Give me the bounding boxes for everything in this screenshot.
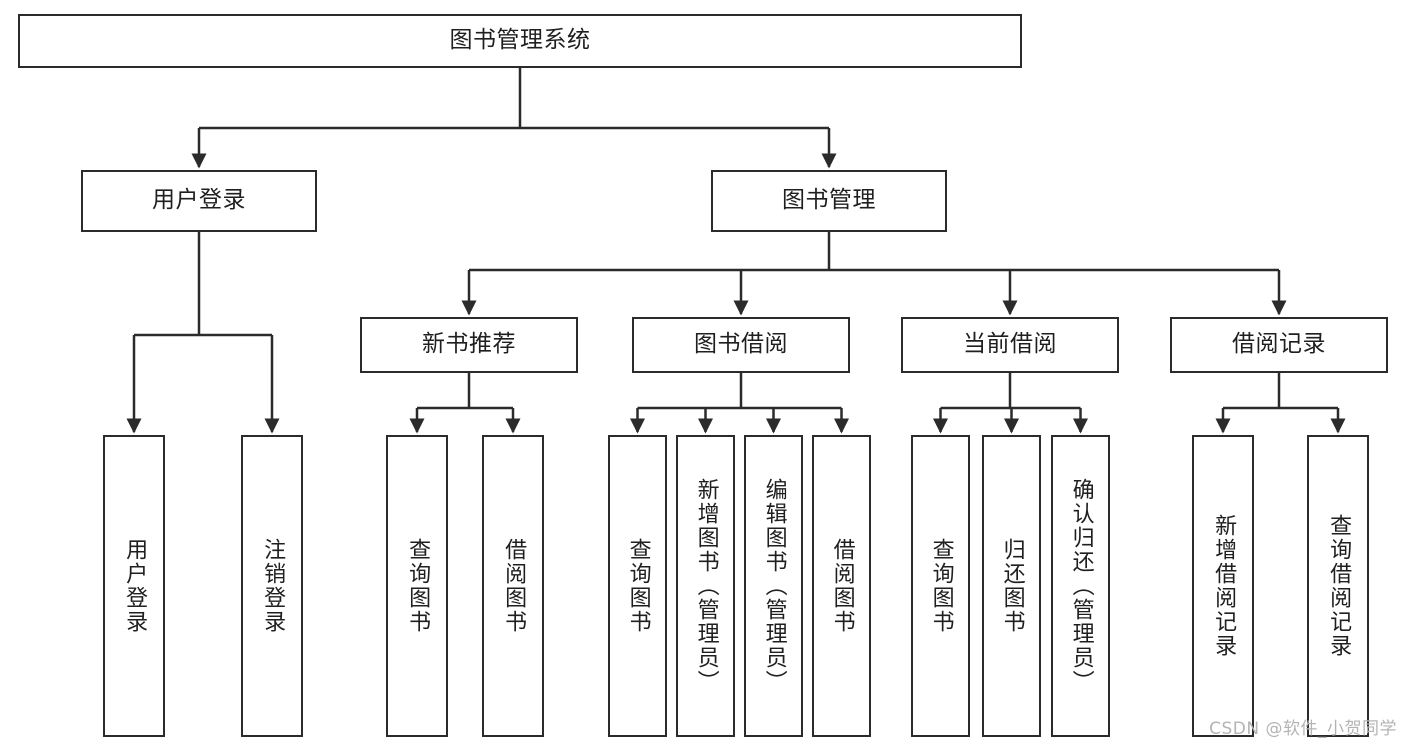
node-label: 查询图书 (928, 538, 954, 634)
node-label: 图书借阅 (694, 331, 788, 358)
node-label: 新增图书（管理员） (693, 478, 719, 694)
node-leaf-add-book: 新增图书（管理员） (676, 435, 735, 737)
node-book-borrow: 图书借阅 (632, 317, 850, 373)
watermark: CSDN @软件_小贺同学 (1209, 719, 1397, 739)
node-leaf-edit-book: 编辑图书（管理员） (744, 435, 803, 737)
node-leaf-query-book-2: 查询图书 (608, 435, 667, 737)
node-label: 图书管理系统 (449, 27, 591, 54)
node-label: 图书管理 (782, 187, 876, 214)
node-current-borrow: 当前借阅 (901, 317, 1119, 373)
node-label: 归还图书 (999, 538, 1025, 634)
node-leaf-add-record: 新增借阅记录 (1192, 435, 1254, 737)
node-label: 编辑图书（管理员） (761, 478, 787, 694)
node-new-book-rec: 新书推荐 (360, 317, 578, 373)
node-leaf-borrow-book-2: 借阅图书 (812, 435, 871, 737)
node-borrow-record: 借阅记录 (1170, 317, 1388, 373)
node-label: 确认归还（管理员） (1068, 478, 1094, 694)
node-book-manage: 图书管理 (711, 170, 947, 232)
node-leaf-query-book-1: 查询图书 (386, 435, 448, 737)
node-label: 用户登录 (152, 187, 246, 214)
node-root: 图书管理系统 (18, 14, 1022, 68)
node-label: 新书推荐 (422, 331, 516, 358)
node-label: 借阅图书 (501, 538, 527, 634)
node-leaf-query-record: 查询借阅记录 (1307, 435, 1369, 737)
node-label: 查询图书 (625, 538, 651, 634)
node-leaf-query-book-3: 查询图书 (911, 435, 970, 737)
node-label: 用户登录 (122, 538, 148, 634)
node-label: 新增借阅记录 (1211, 514, 1237, 658)
node-label: 借阅记录 (1232, 331, 1326, 358)
node-label: 查询图书 (405, 538, 431, 634)
node-label: 查询借阅记录 (1326, 514, 1352, 658)
node-label: 借阅图书 (829, 538, 855, 634)
node-leaf-user-login: 用户登录 (103, 435, 165, 737)
node-label: 当前借阅 (963, 331, 1057, 358)
node-leaf-logout: 注销登录 (241, 435, 303, 737)
node-user-login: 用户登录 (81, 170, 317, 232)
node-leaf-borrow-book-1: 借阅图书 (482, 435, 544, 737)
node-leaf-confirm-return: 确认归还（管理员） (1051, 435, 1110, 737)
node-label: 注销登录 (260, 538, 286, 634)
node-leaf-return-book: 归还图书 (982, 435, 1041, 737)
